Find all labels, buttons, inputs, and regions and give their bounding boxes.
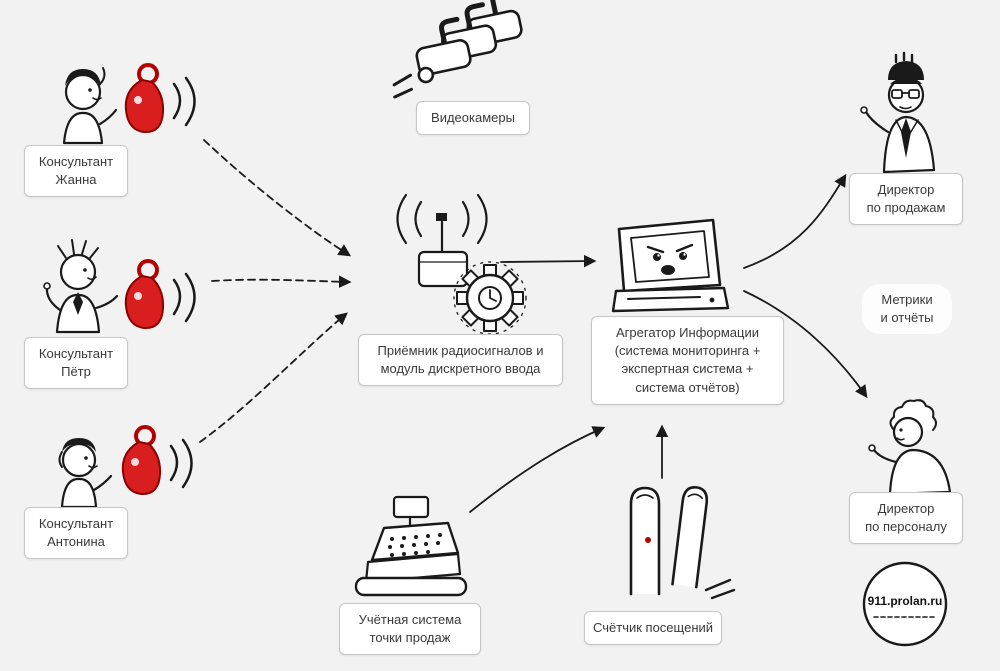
consultant-zhanna-figure [62,67,118,145]
label-receiver: Приёмник радиосигналов и модуль дискретн… [358,334,563,387]
label-director-hr: Директор по персоналу [849,492,963,545]
visitor-counter-figure [629,485,736,600]
logo-circle-figure [862,561,948,647]
pos-keypad-dots [388,533,442,557]
arrow-aggregator-to-director-sales [743,173,847,269]
arrow-petr-to-receiver [211,275,352,289]
logo-text: 911.prolan.ru [867,594,943,608]
arrow-receiver-to-aggregator [500,254,597,268]
label-aggregator: Агрегатор Информации (система мониторинг… [591,316,784,405]
label-director-sales: Директор по продажам [849,173,963,226]
label-consultant-petr: Консультант Пётр [24,337,128,390]
arrow-aggregator-to-director-hr [743,290,868,399]
pos-register-figure [354,495,468,597]
label-visitor-counter: Счётчик посещений [584,611,722,646]
arrow-pos-to-aggregator [469,426,606,513]
label-video-cameras: Видеокамеры [416,101,530,136]
label-pos: Учётная система точки продаж [339,603,481,656]
metrics-note: Метрики и отчёты [862,284,952,335]
consultant-petr-figure [43,239,119,334]
connection-arrows [199,139,868,513]
arrow-zhanna-to-receiver [203,139,352,257]
label-consultant-zhanna: Консультант Жанна [24,145,128,198]
video-cameras-figure [392,0,530,99]
radio-receiver-figure [396,193,488,288]
director-sales-figure [860,51,936,174]
keyfob-petr-icon [123,259,197,331]
keyfob-zhanna-icon [123,63,197,135]
gear-clock-figure [453,261,527,335]
arrow-antonina-to-receiver [199,312,348,443]
director-hr-figure [868,399,952,496]
aggregator-computer-figure [611,218,730,313]
consultant-antonina-figure [58,438,113,509]
keyfob-antonina-icon [120,425,194,497]
label-consultant-antonina: Консультант Антонина [24,507,128,560]
